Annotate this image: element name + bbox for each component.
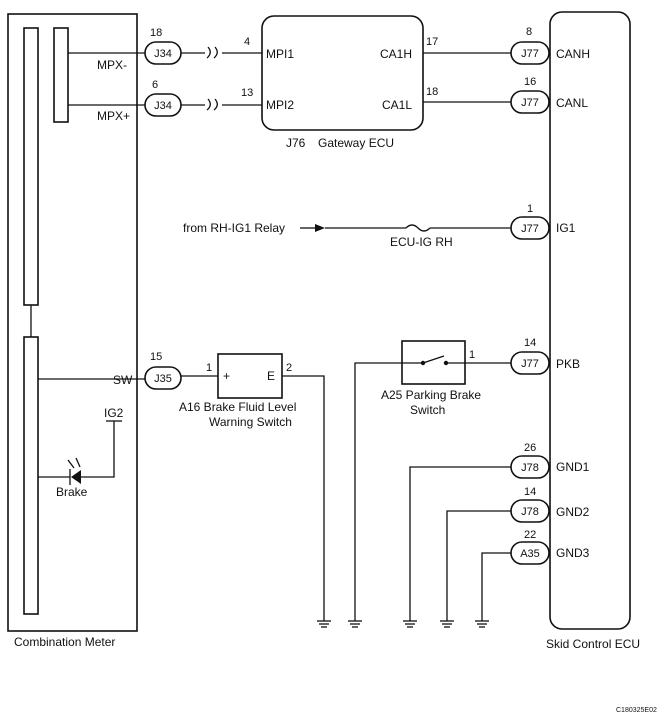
parking-switch-label: A25 Parking Brake [381,388,481,402]
canh-label: CANH [556,47,590,61]
sw-label: SW [113,373,133,387]
skid-control-ecu: CANH CANL IG1 PKB GND1 GND2 GND3 Skid Co… [546,11,640,651]
fluid-switch-label-2: Warning Switch [209,415,292,429]
pin-j34-6: 6 [152,79,158,91]
connector-j34-mpx-minus: J34 18 [144,27,182,65]
svg-text:J77: J77 [521,97,539,109]
pin-gnd3-22: 22 [524,529,536,541]
meter-bar-lower [23,336,39,615]
svg-text:J34: J34 [154,100,172,112]
ca1l-label: CA1L [382,98,412,112]
connector-j78-gnd1: J78 26 [510,442,550,479]
brake-label: Brake [56,485,88,499]
connector-j34-mpx-plus: J34 6 [144,79,182,117]
fuse-icon [405,224,431,232]
svg-text:J77: J77 [521,223,539,235]
ground-icon [440,620,454,628]
connector-a35-gnd3: A35 22 [510,529,550,565]
connector-j77-ig1: J77 1 [510,203,550,240]
pin-mpi2-13: 13 [241,87,253,99]
svg-text:J77: J77 [521,48,539,60]
wire-break-mark-2 [206,98,218,111]
connector-j77-canh: J77 8 [510,26,550,65]
svg-text:J78: J78 [521,506,539,518]
pin-canl-16: 16 [524,76,536,88]
svg-text:A35: A35 [520,548,540,560]
svg-text:J35: J35 [154,373,172,385]
wire-break-mark-1 [206,46,218,59]
connector-j35: J35 15 [144,351,182,390]
parking-switch-label-2: Switch [410,403,445,417]
pin-j34-18: 18 [150,27,162,39]
figure-code: C180325E02 [616,707,657,714]
pin-ig1-1: 1 [527,203,533,215]
gnd3-label: GND3 [556,546,590,560]
svg-text:J34: J34 [154,48,172,60]
connector-j77-pkb: J77 14 [510,337,550,375]
combination-meter: Combination Meter [7,13,138,649]
arrow-icon [315,224,325,232]
ig2-label: IG2 [104,406,124,420]
gateway-name: Gateway ECU [318,136,394,150]
mpi2-label: MPI2 [266,98,294,112]
canl-label: CANL [556,96,588,110]
pin-gnd1-26: 26 [524,442,536,454]
meter-bus-block [53,27,69,123]
skid-control-ecu-label: Skid Control ECU [546,637,640,651]
svg-text:J77: J77 [521,358,539,370]
pin-park-sw-1: 1 [469,349,475,361]
gnd2-label: GND2 [556,505,590,519]
ca1h-label: CA1H [380,47,412,61]
pin-ca1l-18: 18 [426,86,438,98]
mpi1-label: MPI1 [266,47,294,61]
fluid-e-terminal: E [267,369,275,383]
ground-icon [475,620,489,628]
ig1-label: IG1 [556,221,576,235]
mpx-minus-label: MPX- [97,58,127,72]
combination-meter-label: Combination Meter [14,635,115,649]
fluid-plus-terminal: + [223,369,230,383]
ground-icon [317,620,331,628]
svg-text:J78: J78 [521,462,539,474]
gateway-ecu: MPI1 MPI2 CA1H CA1L J76 Gateway ECU [261,15,424,150]
fluid-switch-label: A16 Brake Fluid Level [179,400,296,414]
pin-gnd2-14: 14 [524,486,536,498]
gnd1-label: GND1 [556,460,590,474]
connector-j77-canl: J77 16 [510,76,550,114]
pin-ca1h-17: 17 [426,36,438,48]
ground-icon [348,620,362,628]
brake-fluid-level-switch: + E [217,353,283,399]
pin-fluid-1: 1 [206,362,212,374]
relay-from-label: from RH-IG1 Relay [183,221,285,235]
ground-icon [403,620,417,628]
gateway-id: J76 [286,136,306,150]
pin-fluid-2: 2 [286,362,292,374]
pin-pkb-14: 14 [524,337,536,349]
connector-j78-gnd2: J78 14 [510,486,550,523]
pin-mpi1-4: 4 [244,36,250,48]
fuse-label: ECU-IG RH [390,235,453,249]
meter-bar-upper [23,27,39,306]
pin-j35-15: 15 [150,351,162,363]
pkb-label: PKB [556,357,580,371]
pin-canh-8: 8 [526,26,532,38]
mpx-plus-label: MPX+ [97,109,130,123]
